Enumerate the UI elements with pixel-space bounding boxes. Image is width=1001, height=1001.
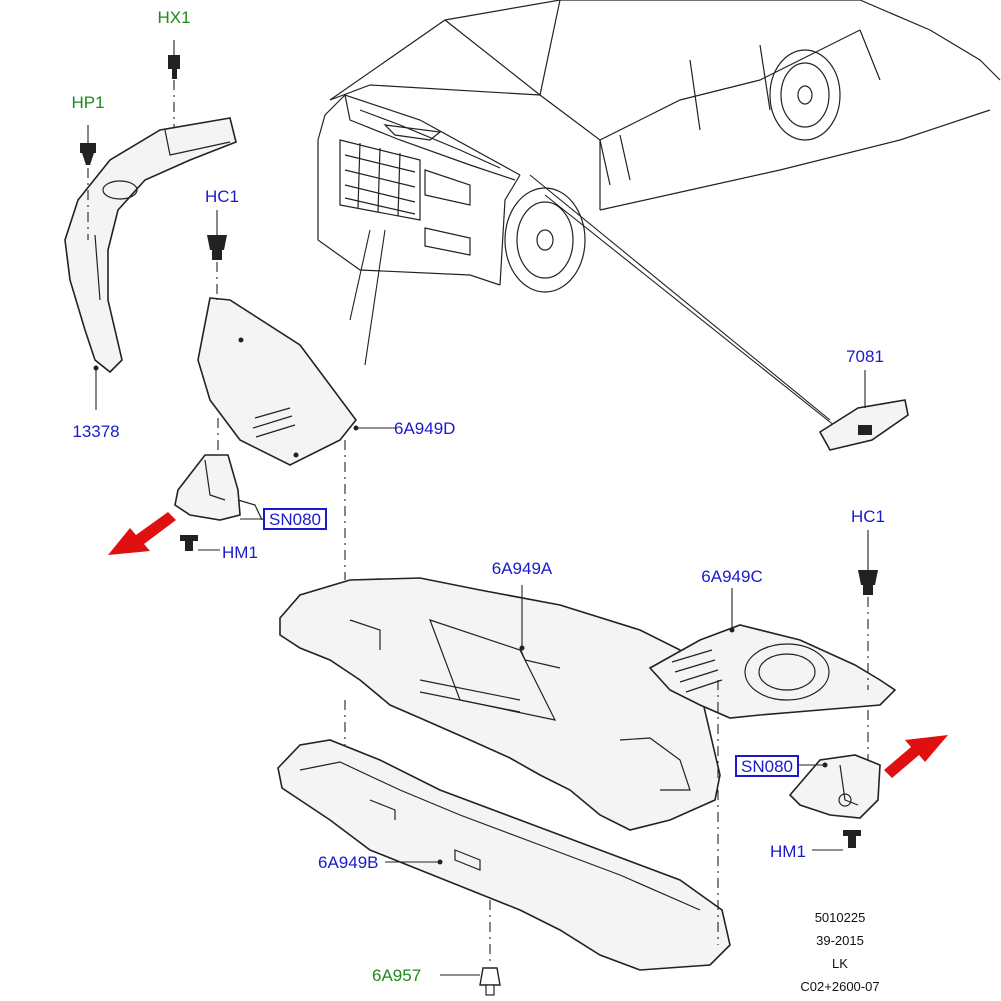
part-13378-bracket (64, 117, 237, 374)
label-6a949c: 6A949C (701, 567, 762, 586)
footer-ref-line3: LK (832, 956, 848, 971)
vehicle-leader-line (544, 194, 841, 431)
fastener-hc1-icon (207, 235, 227, 260)
attention-arrow-left (108, 512, 176, 555)
footer-ref-line1: 5010225 (815, 910, 866, 925)
vehicle-leader-line (529, 174, 831, 421)
bracket-sn080-right (788, 754, 881, 819)
part-6a949d-panel (197, 297, 358, 466)
label-7081: 7081 (846, 347, 884, 366)
fastener-hp1-icon (80, 143, 96, 165)
clip-6a957-icon (479, 967, 501, 996)
footer-ref-line2: 39-2015 (816, 933, 864, 948)
part-6a949c-panel (648, 624, 897, 719)
bracket-sn080-left (174, 454, 263, 521)
screw-hm1-icon (180, 535, 198, 551)
label-hx1: HX1 (157, 8, 190, 27)
label-6a949a: 6A949A (492, 559, 553, 578)
label-13378: 13378 (72, 422, 119, 441)
label-hc1-left: HC1 (205, 187, 239, 206)
label-hm1-right: HM1 (770, 842, 806, 861)
label-6a949d: 6A949D (394, 419, 455, 438)
part-7081 (818, 399, 909, 451)
label-sn080-left: SN080 (269, 510, 321, 529)
label-hm1-left: HM1 (222, 543, 258, 562)
label-6a957: 6A957 (372, 966, 421, 985)
label-hc1-right: HC1 (851, 507, 885, 526)
label-sn080-right: SN080 (741, 757, 793, 776)
fastener-hc1-icon (858, 570, 878, 595)
fastener-hx1-icon (168, 55, 180, 79)
label-sn080-right-box (735, 755, 799, 777)
screw-hm1-icon (843, 830, 861, 848)
vehicle-illustration (317, 0, 1001, 293)
label-hp1: HP1 (71, 93, 104, 112)
footer-ref-line4: C02+2600-07 (800, 979, 879, 994)
label-6a949b: 6A949B (318, 853, 379, 872)
vehicle-leader-line (349, 229, 371, 321)
attention-arrow-right (884, 735, 948, 778)
part-6a949b-panel (277, 739, 731, 971)
part-6a949a-panel (279, 577, 721, 831)
vehicle-leader-line (364, 229, 386, 366)
